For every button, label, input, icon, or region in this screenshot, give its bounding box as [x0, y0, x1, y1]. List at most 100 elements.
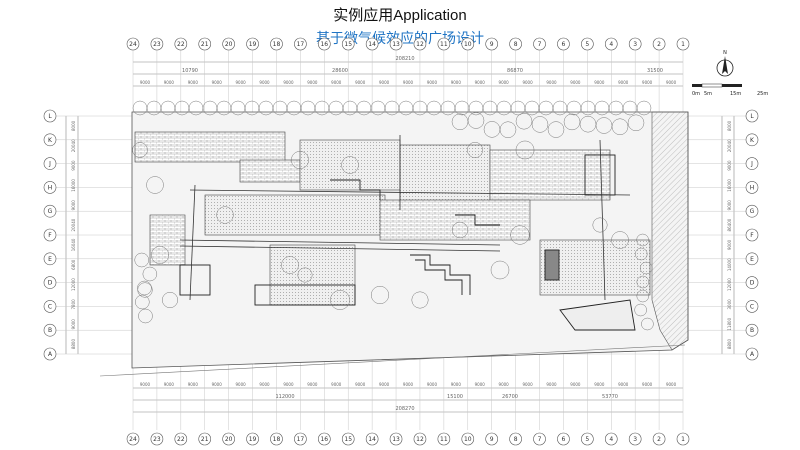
tree-canopy	[639, 261, 653, 275]
tree-canopy	[411, 291, 429, 309]
bay-dim-bottom: 9000	[331, 382, 342, 387]
left-dim: 9000	[71, 200, 76, 211]
svg-text:22: 22	[177, 436, 185, 443]
svg-text:21: 21	[201, 436, 209, 443]
svg-text:11: 11	[440, 436, 448, 443]
axis-bubble-top-17: 17	[294, 37, 307, 51]
bay-dim-bottom: 9000	[666, 382, 677, 387]
axis-bubble-right-L: L	[745, 109, 759, 123]
left-dim: 16040	[71, 238, 76, 251]
axis-bubble-top-8: 8	[509, 37, 522, 51]
svg-text:6: 6	[562, 436, 566, 443]
bay-dim-top: 9000	[355, 80, 366, 85]
north-arrow-icon: N	[716, 50, 734, 77]
svg-text:1: 1	[681, 436, 685, 443]
right-dim: 20040	[727, 139, 732, 152]
svg-text:17: 17	[297, 436, 305, 443]
bottom-total-dim: 208270	[395, 406, 414, 412]
svg-text:3: 3	[633, 436, 637, 443]
bay-dim-top: 9000	[307, 80, 318, 85]
svg-text:10: 10	[464, 41, 472, 48]
bay-dim-bottom: 9000	[379, 382, 390, 387]
tree-canopy	[134, 252, 149, 268]
left-dim: 16000	[71, 179, 76, 192]
svg-text:19: 19	[249, 436, 257, 443]
bay-dim-top: 9000	[594, 80, 605, 85]
tree-canopy	[636, 233, 649, 247]
bay-dim-top: 9000	[212, 80, 223, 85]
tree-canopy	[162, 292, 178, 308]
bay-dim-bottom: 9000	[522, 382, 533, 387]
bay-dim-bottom: 9000	[570, 382, 581, 387]
axis-bubble-top-16: 16	[318, 37, 331, 51]
stepped-terraces	[179, 154, 636, 331]
right-dim: 3000	[727, 299, 732, 310]
svg-text:F: F	[48, 232, 52, 239]
svg-text:6: 6	[562, 41, 566, 48]
bay-dim-bottom: 9000	[618, 382, 629, 387]
tree-canopy	[451, 221, 469, 239]
axis-bubble-top-7: 7	[533, 37, 546, 51]
right-dimensions: 8000200409000160009000864009000140001200…	[727, 120, 732, 349]
top-sub-dim-2: 28600	[332, 68, 348, 74]
tree-canopy	[636, 289, 650, 303]
bay-dim-bottom: 9000	[499, 382, 510, 387]
svg-text:H: H	[750, 184, 755, 191]
svg-text:0m: 0m	[692, 91, 700, 97]
tree-canopy	[611, 231, 629, 249]
axis-bubble-top-3: 3	[628, 37, 642, 51]
bay-dim-bottom: 9000	[140, 382, 151, 387]
top-sub-dim-4: 31500	[647, 68, 663, 74]
axis-bubble-top-23: 23	[150, 37, 164, 51]
bay-dim-bottom: 9000	[355, 382, 366, 387]
axis-bubble-bottom-18: 18	[270, 432, 283, 446]
axis-bubble-bottom-15: 15	[341, 432, 355, 446]
axis-bubble-bottom-14: 14	[365, 432, 379, 446]
svg-text:15m: 15m	[730, 91, 741, 97]
right-dim: 8800	[727, 339, 732, 350]
svg-text:23: 23	[153, 436, 161, 443]
axis-bubble-top-24: 24	[126, 37, 140, 51]
svg-text:B: B	[48, 327, 52, 334]
bottom-sub-dim-2: 15100	[447, 394, 463, 400]
bottom-sub-dim-1: 112000	[275, 394, 294, 400]
tree-canopy	[531, 116, 549, 133]
svg-text:2: 2	[657, 436, 661, 443]
boundary-road-line	[99, 344, 686, 377]
axis-bubble-right-H: H	[745, 181, 759, 194]
bay-dim-top: 9000	[331, 80, 342, 85]
svg-text:E: E	[750, 256, 754, 263]
tree-canopy	[515, 112, 533, 130]
svg-text:23: 23	[153, 41, 161, 48]
right-dim: 86400	[727, 218, 732, 231]
tree-canopy	[137, 280, 152, 296]
axis-bubble-bottom-19: 19	[246, 432, 259, 446]
bay-dim-bottom: 9000	[212, 382, 223, 387]
tree-canopy	[297, 267, 313, 283]
top-sub-dim-3: 86870	[507, 68, 523, 74]
left-dim: 9000	[71, 160, 76, 171]
axis-bubble-left-B: B	[43, 323, 57, 337]
right-dim: 9000	[727, 239, 732, 250]
axis-bubble-right-C: C	[745, 300, 759, 313]
bottom-sub-dim-4: 53770	[602, 394, 618, 400]
tree-canopy	[146, 176, 164, 194]
axis-bubble-left-A: A	[43, 347, 57, 361]
axis-bubble-top-13: 13	[389, 37, 403, 51]
axis-bubble-left-F: F	[43, 228, 57, 242]
svg-text:12: 12	[416, 41, 424, 48]
bay-dim-bottom: 9000	[236, 382, 247, 387]
axis-bubble-top-19: 19	[246, 37, 259, 51]
svg-text:21: 21	[201, 41, 209, 48]
axis-bubble-bottom-1: 1	[676, 432, 690, 446]
left-dim: 8800	[71, 339, 76, 350]
axis-bubble-bottom-6: 6	[557, 432, 570, 446]
axis-bubble-top-9: 9	[485, 37, 498, 51]
bay-dim-bottom: 9000	[403, 382, 414, 387]
left-dim: 7800	[71, 299, 76, 310]
tree-canopy	[341, 156, 359, 174]
svg-text:2: 2	[657, 41, 661, 48]
